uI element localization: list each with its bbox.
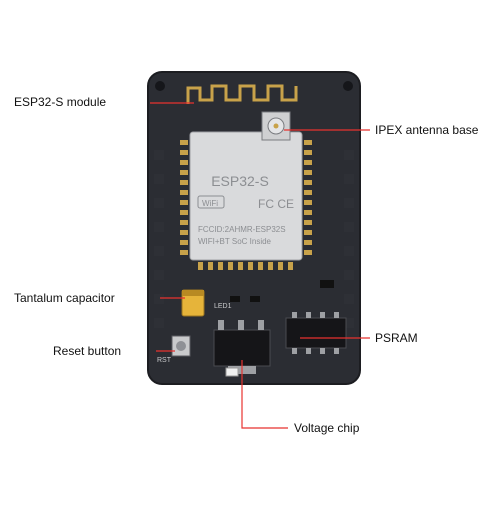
soc-text: WIFI+BT SoC Inside <box>198 237 272 246</box>
psram-pin-top <box>334 312 339 318</box>
psram-pin-top <box>292 312 297 318</box>
header-pin-right <box>344 246 354 256</box>
header-pin-right <box>344 198 354 208</box>
tantalum-capacitor-band <box>182 290 204 296</box>
callout-voltage-chip: Voltage chip <box>294 421 360 435</box>
module-pad-left <box>180 190 188 195</box>
voltage-chip-pin-2 <box>238 320 244 330</box>
esp32-shield <box>189 131 303 261</box>
module-pad-right <box>304 140 312 145</box>
module-pad-bottom <box>208 262 213 270</box>
header-pin-left <box>154 246 164 256</box>
header-pin-right <box>344 294 354 304</box>
callout-psram: PSRAM <box>375 331 418 345</box>
left-header-pins <box>154 150 164 328</box>
module-pad-right <box>304 180 312 185</box>
smd-part-3 <box>320 280 334 288</box>
module-pad-bottom <box>228 262 233 270</box>
module-pad-left <box>180 200 188 205</box>
module-pad-left <box>180 160 188 165</box>
led-label: LED1 <box>214 303 232 310</box>
smd-part-2 <box>250 296 260 302</box>
header-pin-right <box>344 222 354 232</box>
module-pad-right <box>304 150 312 155</box>
psram-pin-bottom <box>292 348 297 354</box>
mount-hole-tl <box>155 81 165 91</box>
module-pad-bottom <box>218 262 223 270</box>
psram-pin-top <box>306 312 311 318</box>
leader-voltage <box>241 360 288 429</box>
module-pad-right <box>304 170 312 175</box>
module-pad-bottom <box>288 262 293 270</box>
module-pad-bottom <box>278 262 283 270</box>
psram-pin-top <box>320 312 325 318</box>
header-pin-right <box>344 150 354 160</box>
module-pad-right <box>304 250 312 255</box>
voltage-chip-pin-1 <box>218 320 224 330</box>
fc-mark: FC CE <box>258 197 294 211</box>
header-pin-left <box>154 198 164 208</box>
header-pin-left <box>154 318 164 328</box>
callout-ipex-antenna: IPEX antenna base <box>375 123 479 137</box>
module-pad-left <box>180 180 188 185</box>
module-pad-right <box>304 190 312 195</box>
module-pad-bottom <box>238 262 243 270</box>
header-pin-left <box>154 294 164 304</box>
module-pad-left <box>180 150 188 155</box>
module-pad-left <box>180 210 188 215</box>
header-pin-right <box>344 318 354 328</box>
module-pad-right <box>304 200 312 205</box>
reset-button-cap <box>176 341 186 351</box>
module-pad-left <box>180 140 188 145</box>
header-pin-left <box>154 174 164 184</box>
module-pad-bottom <box>268 262 273 270</box>
psram-pins <box>292 312 339 354</box>
rst-label: RST <box>157 357 172 364</box>
flash-led <box>225 367 239 377</box>
module-pad-left <box>180 250 188 255</box>
wifi-logo <box>197 195 225 209</box>
smd-part-1 <box>230 296 240 302</box>
module-pad-left <box>180 170 188 175</box>
module-pad-left <box>180 230 188 235</box>
pcb-antenna-trace <box>186 84 298 104</box>
module-pad-right <box>304 160 312 165</box>
module-pad-left <box>180 220 188 225</box>
header-pin-right <box>344 174 354 184</box>
psram-pin-bottom <box>334 348 339 354</box>
shield-module-name: ESP32-S <box>211 173 269 189</box>
callout-reset-button: Reset button <box>53 344 122 358</box>
psram-chip <box>285 317 347 349</box>
callout-esp32-module: ESP32-S module <box>14 95 107 109</box>
module-pad-bottom <box>198 262 203 270</box>
voltage-chip-pin-3 <box>258 320 264 330</box>
module-pad-right <box>304 220 312 225</box>
psram-pin-bottom <box>306 348 311 354</box>
module-pad-right <box>304 240 312 245</box>
module-pad-bottom <box>248 262 253 270</box>
module-pad-left <box>180 240 188 245</box>
right-header-pins <box>344 150 354 328</box>
psram-pin-bottom <box>320 348 325 354</box>
mount-hole-tr <box>343 81 353 91</box>
wifi-logo-text: WiFi <box>202 199 218 208</box>
header-pin-right <box>344 270 354 280</box>
module-pads <box>180 140 312 270</box>
module-pad-bottom <box>258 262 263 270</box>
header-pin-left <box>154 150 164 160</box>
header-pin-left <box>154 270 164 280</box>
module-pad-right <box>304 210 312 215</box>
ipex-connector-pin <box>273 123 279 129</box>
header-pin-left <box>154 222 164 232</box>
leader-lines <box>150 102 370 429</box>
fccid-text: FCCID:2AHMR-ESP32S <box>198 225 286 234</box>
module-pad-right <box>304 230 312 235</box>
callout-tantalum-capacitor: Tantalum capacitor <box>14 291 115 305</box>
